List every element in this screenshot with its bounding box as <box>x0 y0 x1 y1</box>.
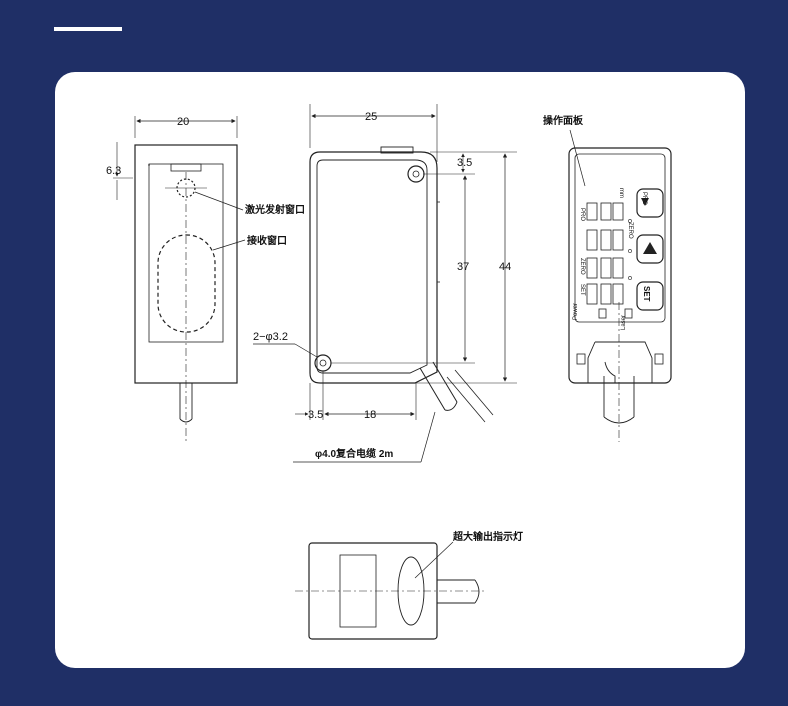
panel-set-label: SET <box>579 284 585 296</box>
label-output-indicator: 超大输出指示灯 <box>452 530 523 543</box>
panel-power-label: Power <box>573 303 579 320</box>
dim-bottom-left: 3.5 <box>308 409 323 421</box>
set-button-label: SET <box>642 286 651 302</box>
mount-hole-top <box>407 165 425 183</box>
front-view <box>113 116 246 442</box>
panel-body <box>568 147 672 384</box>
bottom-view <box>295 541 485 640</box>
side-body-outer <box>309 151 438 384</box>
panel-laser-label: Laser <box>621 315 627 330</box>
dim-top-offset: 6.3 <box>106 165 121 177</box>
dim-hole-diameter: 2−φ3.2 <box>253 331 288 343</box>
pro-button-label: PRO <box>641 192 647 205</box>
label-laser-window: 激光发射窗口 <box>245 203 305 216</box>
label-panel: 操作面板 <box>543 114 584 127</box>
dim-hole-spacing: 37 <box>457 261 469 273</box>
pro-arrow-icon <box>641 198 649 206</box>
bottom-body <box>308 542 438 640</box>
up-arrow-icon <box>643 242 657 254</box>
pro-button-frame <box>636 188 664 218</box>
set-button-frame <box>636 281 664 311</box>
panel-unit-mm: mm <box>618 188 624 198</box>
dim-side-width: 25 <box>365 111 377 123</box>
dim-bottom-span: 18 <box>364 409 376 421</box>
dim-height: 44 <box>499 261 511 273</box>
technical-drawing: 20 6.3 激光发射窗口 接收窗口 <box>106 104 672 640</box>
label-cable: φ4.0复合电缆 2m <box>315 447 393 460</box>
panel-pro-label: PRO <box>579 208 585 221</box>
side-view <box>253 104 517 463</box>
dim-front-width: 20 <box>177 116 189 128</box>
panel-zero-small: ZERO <box>627 222 633 239</box>
side-body-inner <box>316 159 428 374</box>
receive-window-oval <box>157 234 216 333</box>
header-accent-bar <box>54 27 122 31</box>
panel-view <box>568 129 672 442</box>
up-button-frame <box>636 234 664 264</box>
drawing-card: 20 6.3 激光发射窗口 接收窗口 <box>55 72 745 668</box>
label-receive-window: 接收窗口 <box>247 234 287 247</box>
panel-zero-label: ZERO <box>579 258 585 275</box>
dim-top-right: 3.5 <box>457 157 472 169</box>
